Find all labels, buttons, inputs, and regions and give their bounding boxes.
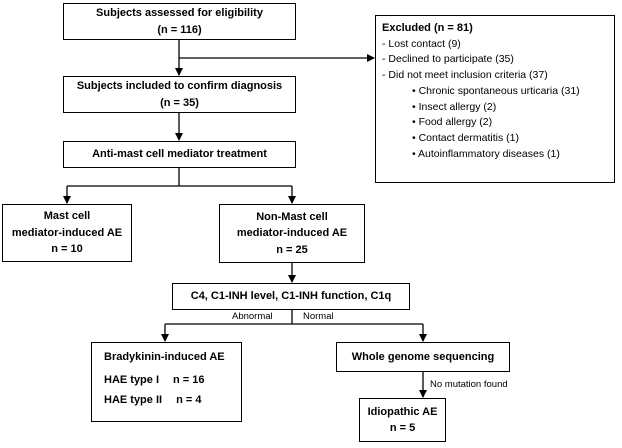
box-excluded: Excluded (n = 81) - Lost contact (9) - D… [375, 15, 615, 183]
edge-label-abnormal: Abnormal [232, 311, 273, 322]
tests-title: C4, C1-INH level, C1-INH function, C1q [190, 290, 392, 303]
eligibility-count: (n = 116) [157, 23, 202, 36]
edge-label-normal: Normal [303, 311, 334, 322]
box-idiopathic: Idiopathic AE n = 5 [359, 398, 446, 442]
nonmast-line2: mediator-induced AE [236, 227, 348, 240]
excluded-subitem: • Autoinflammatory diseases (1) [412, 147, 560, 160]
hae-type2-label: HAE type II [104, 394, 163, 406]
hae-type1-label: HAE type I [104, 373, 160, 386]
wgs-title: Whole genome sequencing [351, 350, 495, 363]
hae-type2-count: n = 4 [176, 394, 202, 406]
box-treatment: Anti-mast cell mediator treatment [63, 141, 296, 168]
included-title: Subjects included to confirm diagnosis [76, 80, 283, 92]
mast-line2: mediator-induced AE [11, 226, 123, 239]
hae-type1-row: HAE type I n = 16 [104, 372, 205, 389]
excluded-item: - Did not meet inclusion criteria (37) [382, 69, 548, 81]
box-bradykinin: Bradykinin-induced AE HAE type I n = 16 H… [91, 342, 242, 422]
excluded-header: Excluded (n = 81) [382, 22, 473, 34]
box-included: Subjects included to confirm diagnosis (… [63, 76, 296, 113]
included-count: (n = 35) [160, 96, 199, 109]
excluded-item: - Declined to participate (35) [382, 53, 514, 66]
box-eligibility: Subjects assessed for eligibility (n = 1… [63, 3, 296, 40]
mast-line1: Mast cell [43, 210, 91, 223]
edge-label-no-mutation: No mutation found [430, 379, 508, 390]
bradykinin-title: Bradykinin-induced AE [104, 351, 225, 363]
excluded-item: - Lost contact (9) [382, 37, 461, 50]
box-tests: C4, C1-INH level, C1-INH function, C1q [172, 283, 410, 310]
excluded-subitem: • Insect allergy (2) [412, 100, 497, 113]
box-non-mast-cell: Non-Mast cell mediator-induced AE n = 25 [219, 204, 365, 263]
hae-type2-row: HAE type II n = 4 [104, 392, 201, 409]
excluded-subitem: • Chronic spontaneous urticaria (31) [412, 84, 580, 97]
box-mast-cell: Mast cell mediator-induced AE n = 10 [2, 204, 132, 262]
hae-type1-count: n = 16 [173, 373, 205, 386]
eligibility-title: Subjects assessed for eligibility [96, 7, 263, 19]
treatment-title: Anti-mast cell mediator treatment [92, 148, 267, 161]
excluded-subitem: • Contact dermatitis (1) [412, 132, 519, 144]
idiopathic-title: Idiopathic AE [367, 405, 438, 418]
excluded-subitem: • Food allergy (2) [412, 116, 493, 129]
box-whole-genome-sequencing: Whole genome sequencing [336, 342, 510, 372]
nonmast-count: n = 25 [276, 243, 308, 256]
nonmast-line1: Non-Mast cell [256, 210, 328, 223]
mast-count: n = 10 [51, 243, 83, 256]
idiopathic-count: n = 5 [389, 422, 416, 434]
